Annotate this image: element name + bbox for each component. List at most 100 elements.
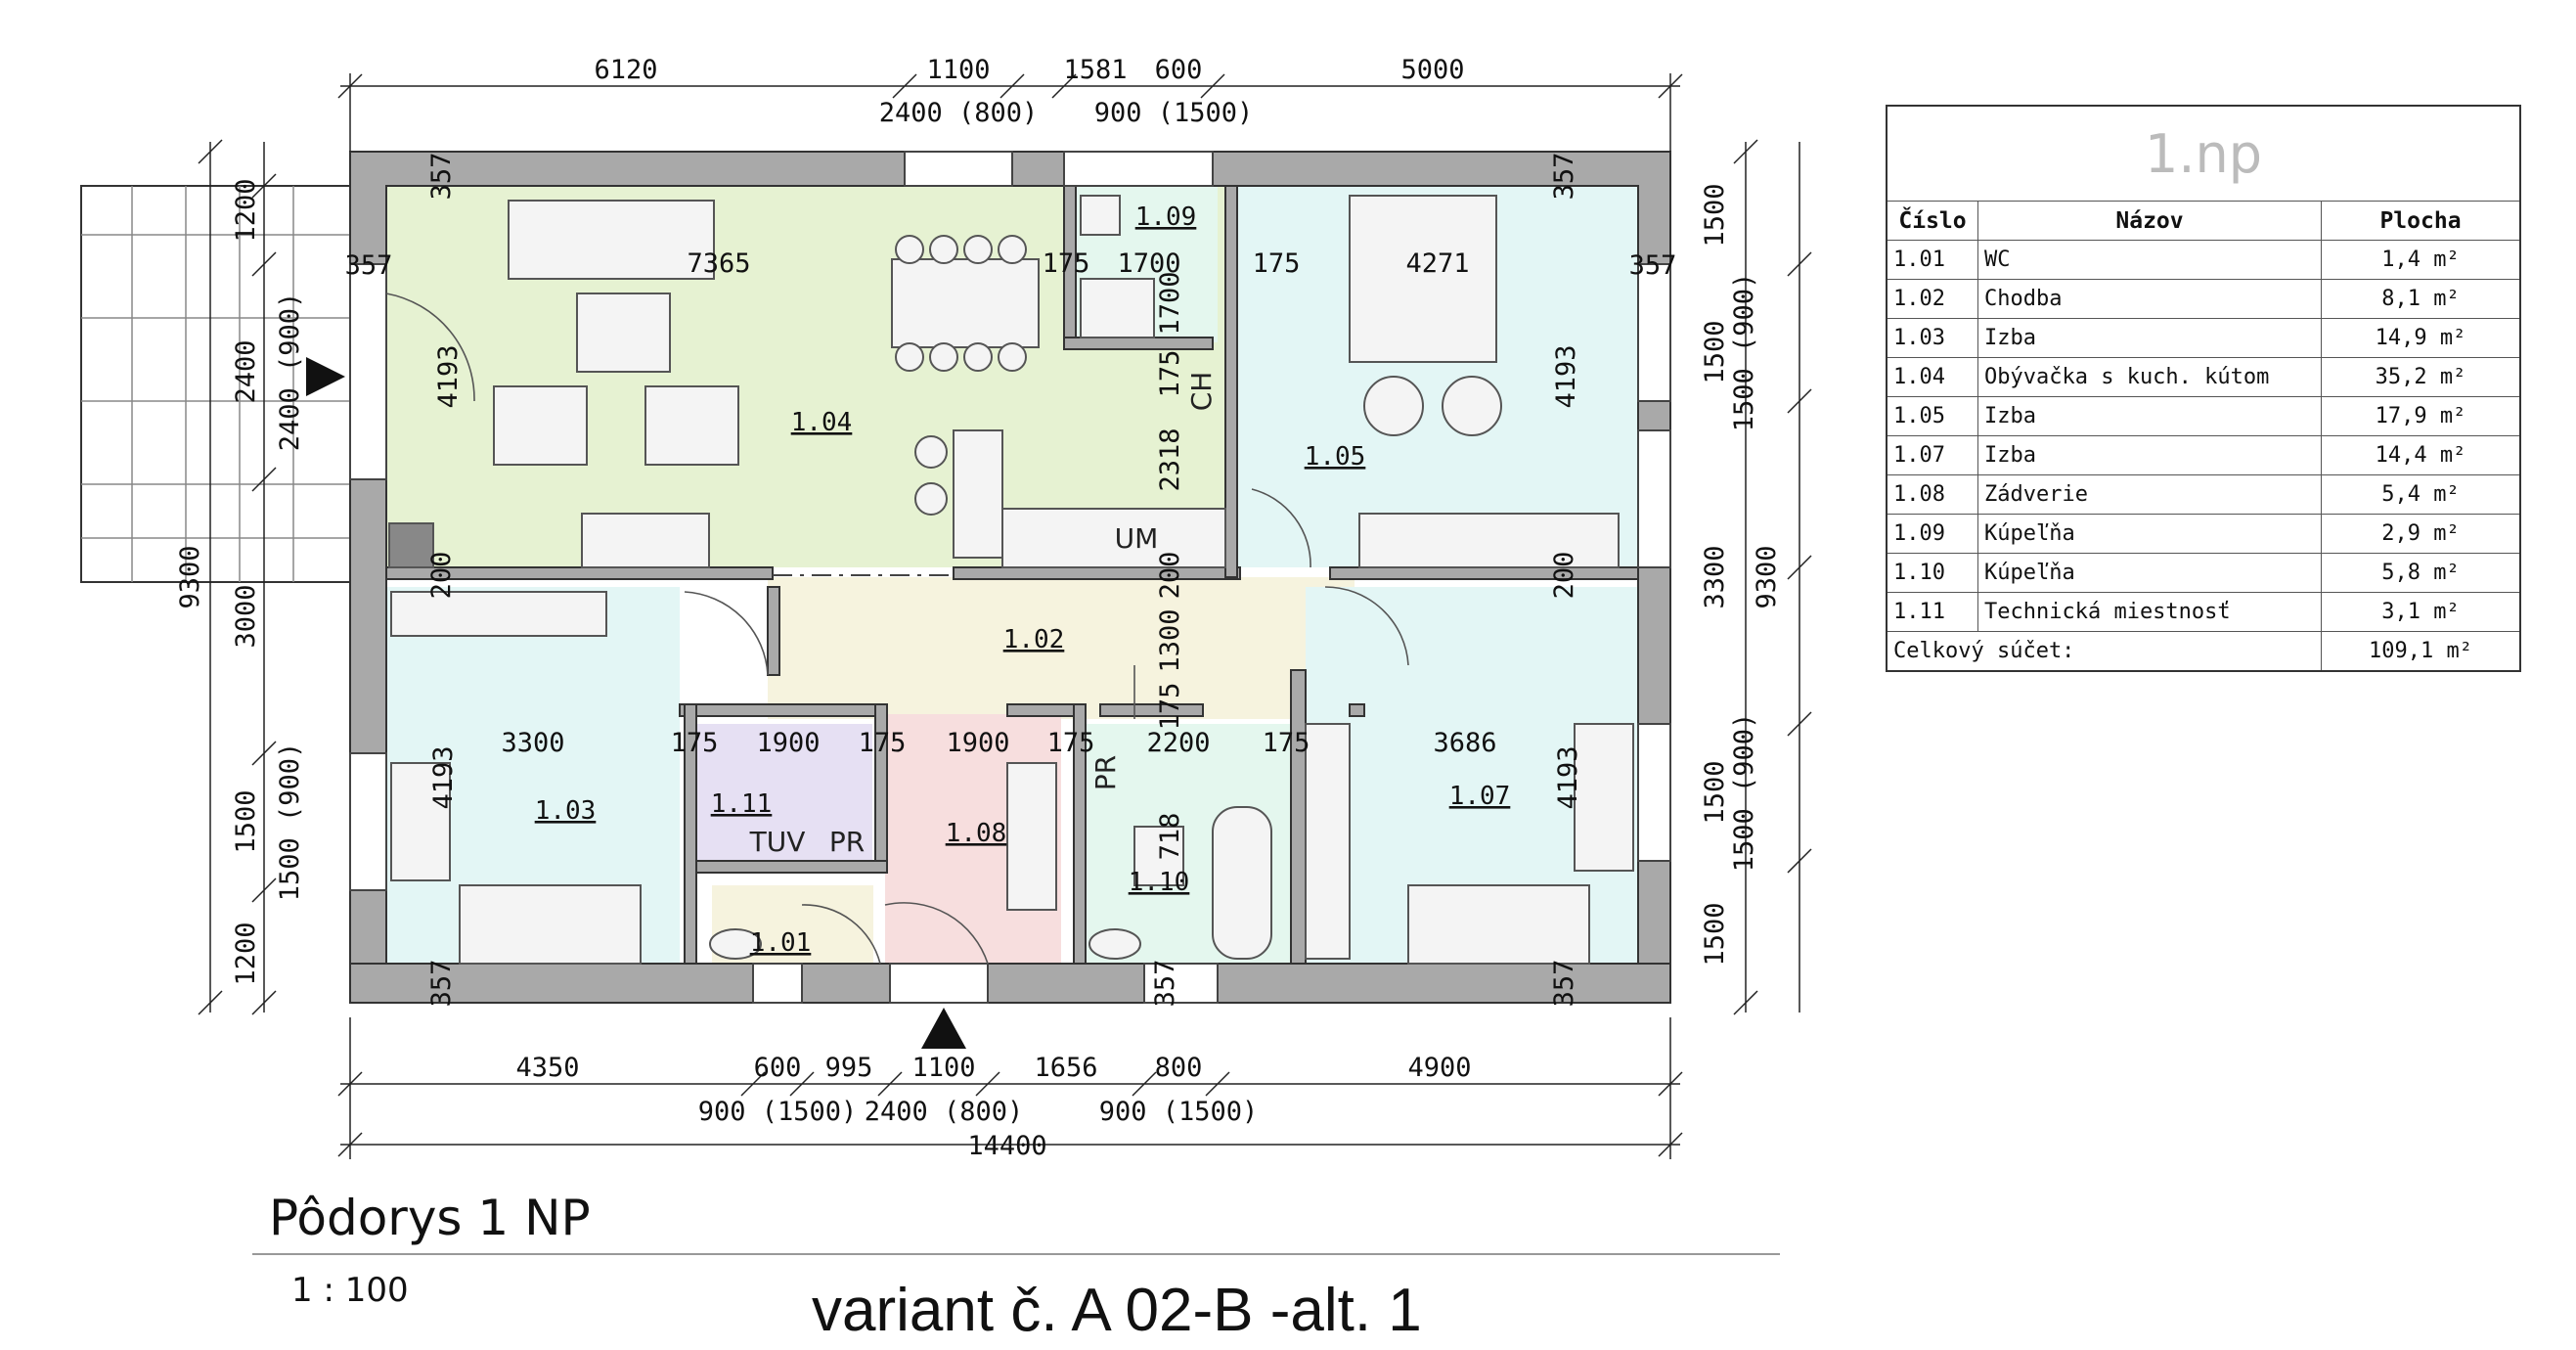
window-bottom-2 xyxy=(889,963,989,1004)
windows xyxy=(349,151,1671,1004)
window-top-1 xyxy=(904,151,1013,187)
dim-bottom-4900: 4900 xyxy=(1407,1053,1471,1083)
room-number-cell: 1.01 xyxy=(1886,240,1978,280)
dim-right-1500d: 1500 xyxy=(1700,902,1730,966)
room-area-cell: 2,9 m² xyxy=(2321,514,2521,554)
furniture xyxy=(388,195,1634,965)
dim-bottom-1100: 1100 xyxy=(911,1053,975,1083)
dim-200-c: 200 xyxy=(1549,552,1579,600)
room-label-109: 1.09 xyxy=(1135,202,1197,232)
dim-right-1500c: 1500 xyxy=(1700,760,1730,824)
dim-left-outer: 9300 xyxy=(175,545,205,608)
table-total-area: 109,1 m² xyxy=(2321,631,2521,672)
table-total-label: Celkový súčet: xyxy=(1886,631,2322,672)
bed-103 xyxy=(459,884,642,965)
dim-4193-a: 4193 xyxy=(433,344,464,408)
shoe-cabinet-108 xyxy=(1006,762,1057,911)
dim-2200: 2200 xyxy=(1146,728,1210,758)
room-label-110: 1.10 xyxy=(1129,868,1190,897)
dim-top-6120: 6120 xyxy=(594,55,657,85)
dim-top-1100: 1100 xyxy=(926,55,990,85)
room-number-cell: 1.08 xyxy=(1886,474,1978,515)
dim-3300: 3300 xyxy=(501,728,564,758)
dim-wall-tr-h: 357 xyxy=(1629,250,1677,281)
sofa xyxy=(508,200,715,280)
room-number-cell: 1.10 xyxy=(1886,553,1978,593)
dim-175-c: 175 xyxy=(1155,350,1185,398)
dimension-lines xyxy=(198,73,1812,1159)
wardrobe-107 xyxy=(1305,723,1351,960)
drawing-variant: variant č. A 02-B -alt. 1 xyxy=(812,1277,1422,1344)
table-heading: 1.np xyxy=(1886,105,2521,202)
room-label-103: 1.03 xyxy=(535,796,597,826)
tv-unit xyxy=(581,513,710,568)
room-area-cell: 5,8 m² xyxy=(2321,553,2521,593)
dim-top-5000: 5000 xyxy=(1400,55,1464,85)
toilet-110 xyxy=(1088,928,1141,960)
dim-7365: 7365 xyxy=(687,248,750,279)
dim-175-a: 175 xyxy=(1043,248,1090,279)
dim-left-window-1: 2400 (900) xyxy=(275,292,305,452)
dim-4193-b: 4193 xyxy=(1551,344,1581,408)
entrance-arrow-bottom xyxy=(921,1008,966,1049)
dim-bottom-4350: 4350 xyxy=(515,1053,579,1083)
doors xyxy=(385,292,1409,965)
dining-table xyxy=(891,258,1040,348)
dim-175-f: 175 xyxy=(1047,728,1095,758)
dim-3686: 3686 xyxy=(1433,728,1496,758)
dim-bottom-window-1: 900 (1500) xyxy=(698,1097,858,1127)
room-number-cell: 1.11 xyxy=(1886,592,1978,632)
dim-175-d: 175 xyxy=(671,728,719,758)
dim-right-outer: 9300 xyxy=(1752,545,1782,608)
entrance-arrow-left xyxy=(306,357,345,396)
dim-right-1500a: 1500 xyxy=(1700,183,1730,247)
desk-103 xyxy=(390,762,451,881)
room-area-cell: 35,2 m² xyxy=(2321,357,2521,397)
dim-bottom-800: 800 xyxy=(1155,1053,1203,1083)
room-name-cell: Kúpeľňa xyxy=(1977,514,2322,554)
bed-107 xyxy=(1407,884,1590,965)
room-label-102: 1.02 xyxy=(1003,625,1065,654)
window-right-1 xyxy=(1637,263,1671,402)
room-name-cell: WC xyxy=(1977,240,2322,280)
dim-175-h: 175 xyxy=(1155,683,1185,731)
dim-wall-tl-h: 357 xyxy=(345,250,393,281)
room-number-cell: 1.04 xyxy=(1886,357,1978,397)
dim-wall-br: 357 xyxy=(1549,960,1579,1008)
room-number-cell: 1.09 xyxy=(1886,514,1978,554)
window-left-2 xyxy=(349,752,387,891)
room-area-cell: 1,4 m² xyxy=(2321,240,2521,280)
room-number-cell: 1.05 xyxy=(1886,396,1978,436)
drawing-scale: 1 : 100 xyxy=(291,1271,409,1310)
armchair-1 xyxy=(493,385,588,466)
dim-right-1500b: 1500 xyxy=(1700,320,1730,383)
window-left-1 xyxy=(349,263,387,480)
room-name-cell: Zádverie xyxy=(1977,474,2322,515)
room-name-cell: Technická miestnosť xyxy=(1977,592,2322,632)
dim-1700-v: 1700 xyxy=(1155,271,1185,335)
fixture-ch: CH xyxy=(1185,372,1218,412)
room-name-cell: Kúpeľňa xyxy=(1977,553,2322,593)
table-col-area: Plocha xyxy=(2321,201,2521,241)
dim-left-1500: 1500 xyxy=(231,789,261,853)
fixture-pr-tech: PR xyxy=(829,826,865,858)
boiler-109 xyxy=(1080,195,1121,236)
dim-bottom-total: 14400 xyxy=(967,1131,1046,1161)
dim-200-a: 200 xyxy=(426,552,457,600)
dim-left-2400: 2400 xyxy=(231,339,261,403)
dim-1700-h: 1700 xyxy=(1117,248,1180,279)
room-name-cell: Izba xyxy=(1977,435,2322,475)
fixture-pr-bath: PR xyxy=(1089,755,1122,790)
room-label-108: 1.08 xyxy=(946,819,1007,848)
room-name-cell: Obývačka s kuch. kútom xyxy=(1977,357,2322,397)
room-label-101: 1.01 xyxy=(750,928,812,958)
wardrobe-105 xyxy=(1358,513,1620,568)
fixture-tuv: TUV xyxy=(749,826,806,858)
dim-top-600: 600 xyxy=(1155,55,1203,85)
dim-bottom-window-2: 2400 (800) xyxy=(865,1097,1024,1127)
